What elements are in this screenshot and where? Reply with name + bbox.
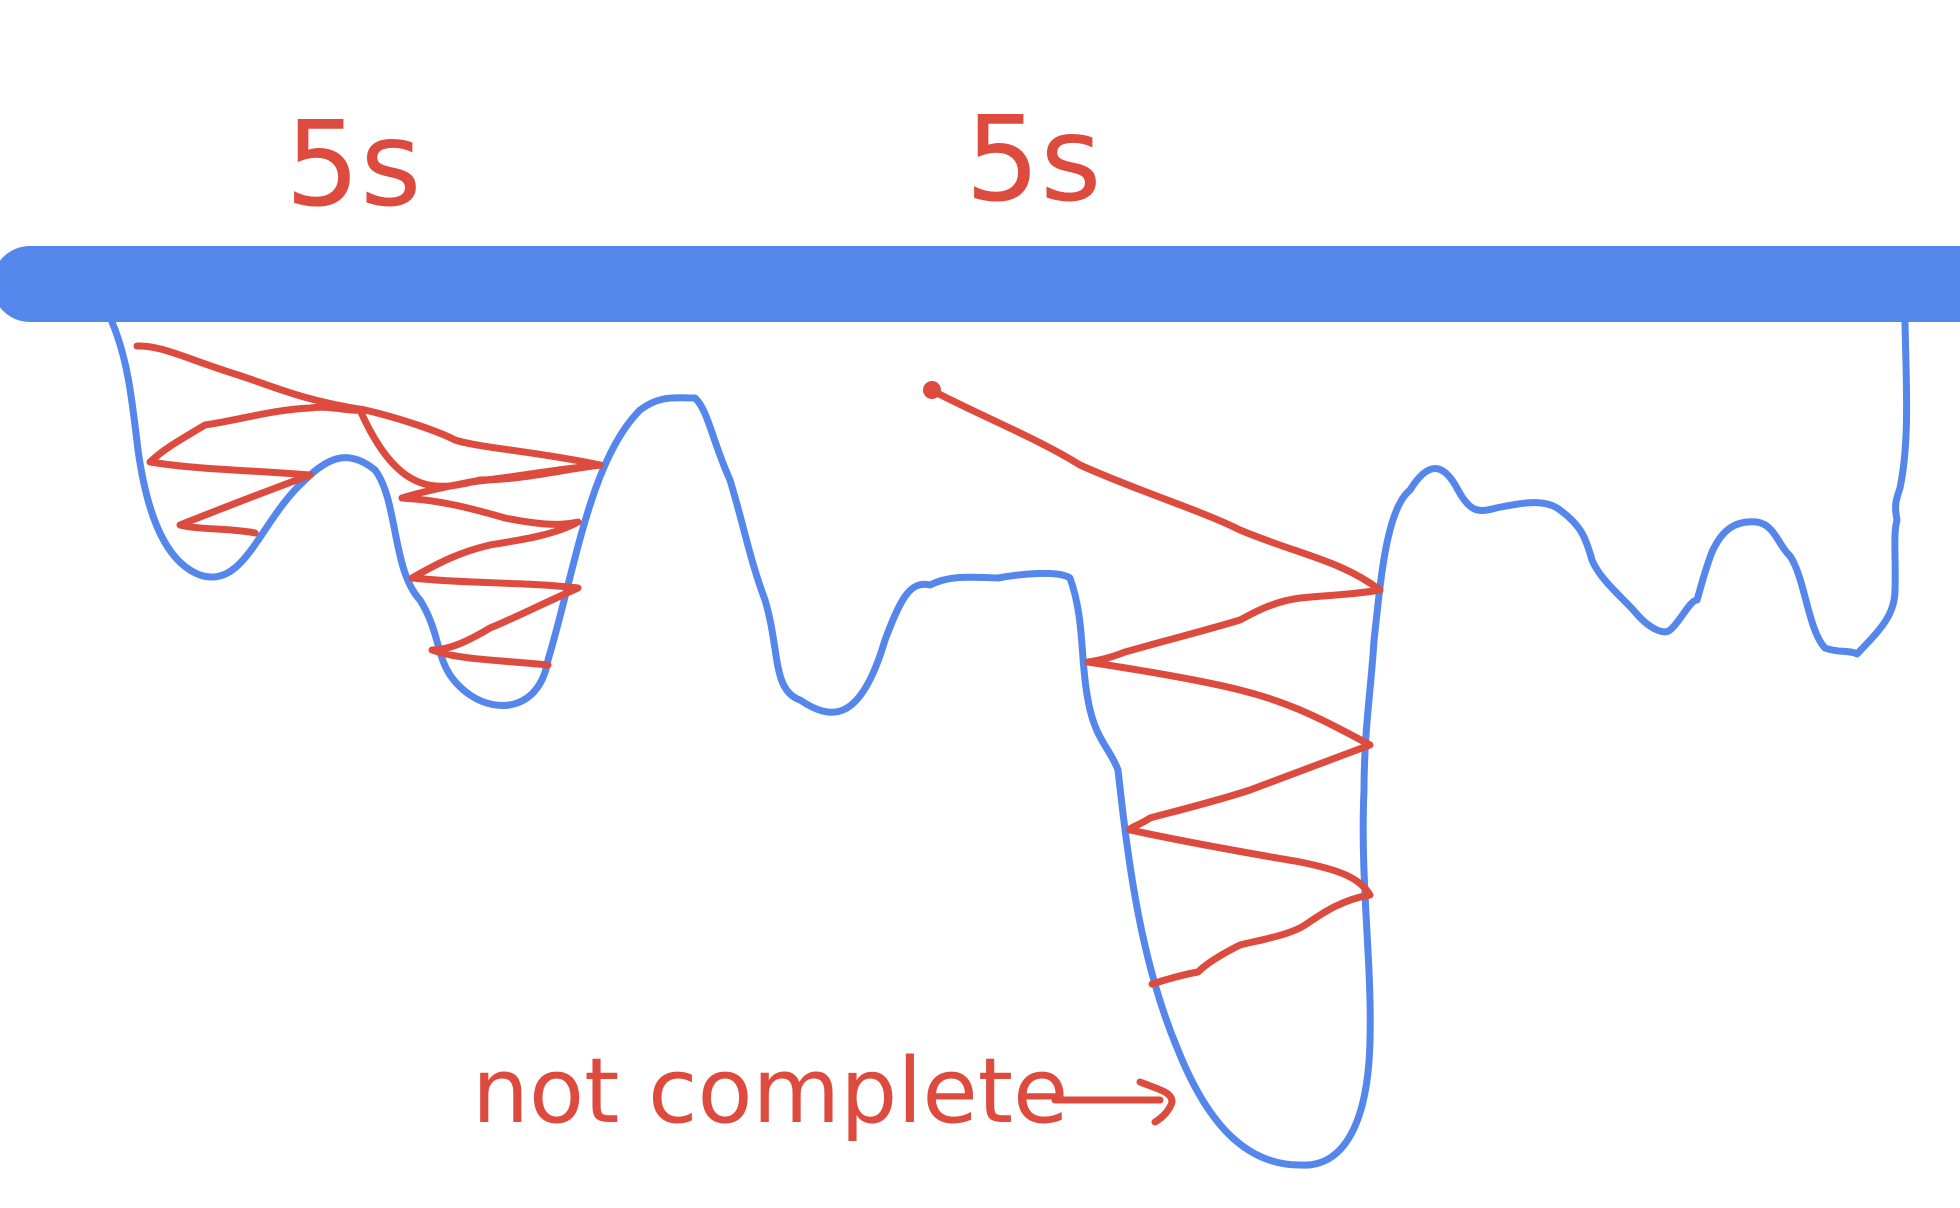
- right-fill-zigzag: [1084, 586, 1384, 988]
- right-fill-line: [931, 388, 1384, 594]
- left-fill-zigzag: [133, 342, 604, 537]
- arrow-head: [1136, 1078, 1176, 1126]
- right-duration-label: 5s: [965, 90, 1102, 228]
- left-duration-label: 5s: [285, 95, 422, 233]
- left-fill-zigzag-lower: [398, 461, 604, 669]
- blue-outline: [108, 318, 1911, 1169]
- top-bar: [0, 246, 1960, 322]
- not-complete-label: not complete: [472, 1039, 1068, 1144]
